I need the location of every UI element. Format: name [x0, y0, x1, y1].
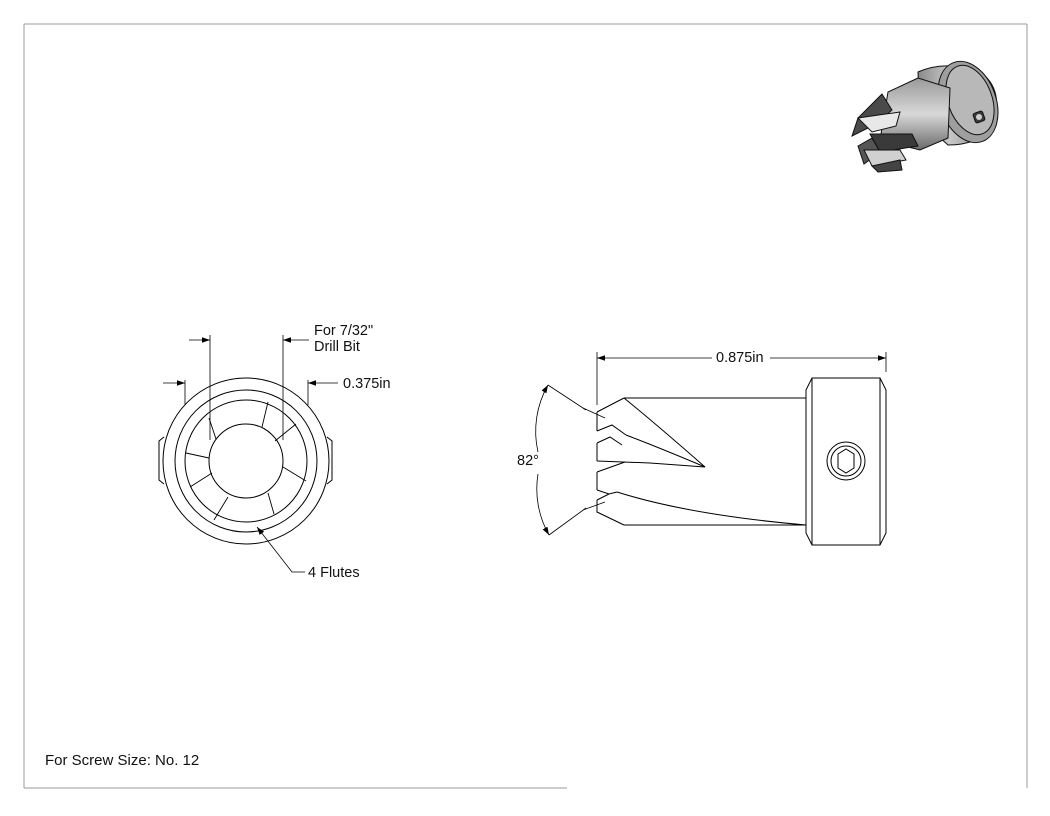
drill-bit-callout: For 7/32" Drill Bit	[314, 323, 373, 355]
side-view	[596, 377, 887, 546]
flutes-callout: 4 Flutes	[308, 565, 360, 581]
sheet-border	[23, 23, 1028, 789]
length-dimension: 0.875in	[714, 350, 766, 366]
side-view-dimensions	[535, 352, 887, 536]
end-view	[158, 377, 333, 545]
isometric-view	[851, 60, 999, 173]
end-view-dimensions	[163, 335, 338, 573]
angle-dimension: 82°	[517, 453, 539, 469]
drill-callout-line1: For 7/32"	[314, 323, 374, 339]
screw-size-note: For Screw Size: No. 12	[45, 752, 200, 769]
drill-callout-line2: Drill Bit	[314, 339, 360, 355]
diameter-dimension: 0.375in	[343, 376, 391, 392]
